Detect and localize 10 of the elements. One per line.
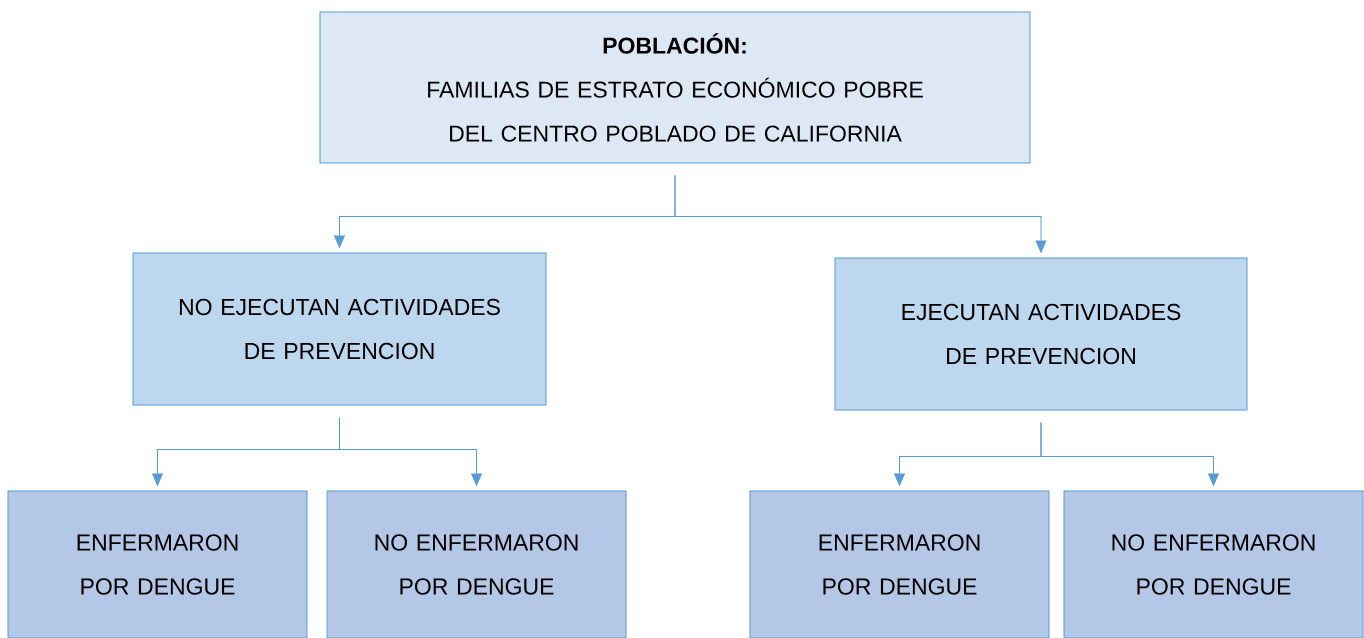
arrow xyxy=(339,417,482,486)
process-box: POBLACIÓN: FAMILIAS DE ESTRATO ECONÓMICO POBRE DEL CENTRO POBLADO DE CALIFORNIA xyxy=(319,11,1031,164)
process-box: NO ENFERMARON POR DENGUE xyxy=(326,490,627,638)
arrow xyxy=(1040,422,1219,486)
process-box: NO ENFERMARON POR DENGUE xyxy=(1063,490,1364,638)
arrow xyxy=(674,175,1047,253)
process-box: ENFERMARON POR DENGUE xyxy=(749,490,1050,638)
process-box: EJECUTAN ACTIVIDADES DE PREVENCION xyxy=(834,257,1248,411)
process-box: ENFERMARON POR DENGUE xyxy=(7,490,308,638)
process-box: NO EJECUTAN ACTIVIDADES DE PREVENCION xyxy=(132,252,547,406)
